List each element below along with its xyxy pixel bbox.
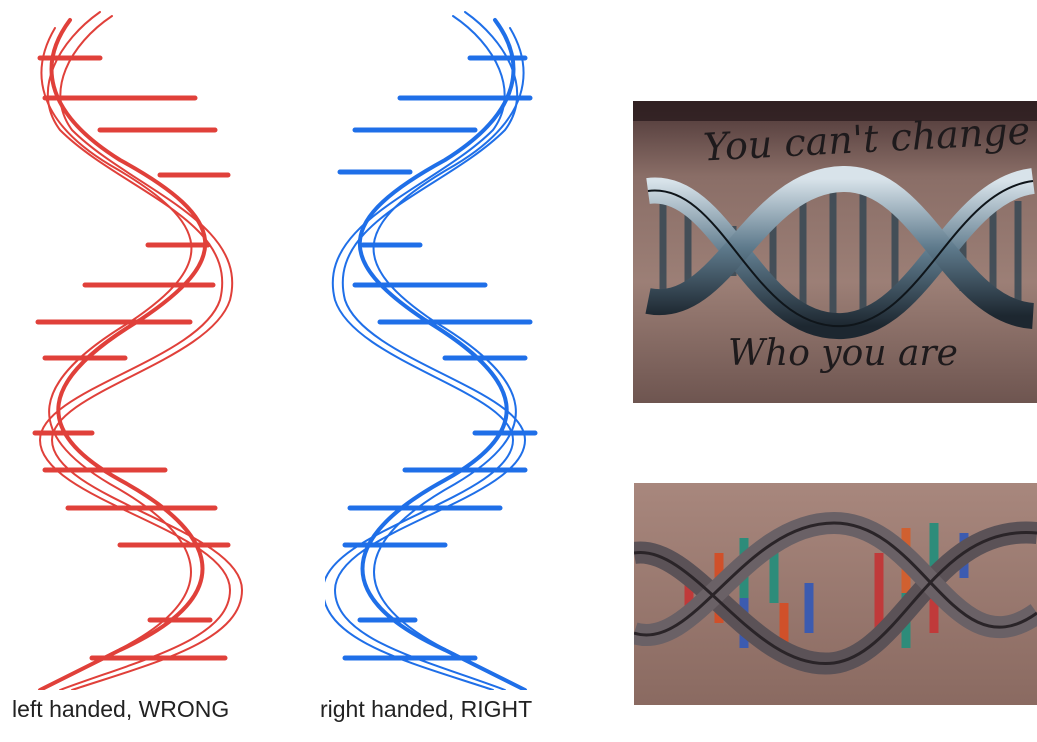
tattoo-photo-top: You can't change Who you are [633, 101, 1037, 403]
right-handed-helix-drawing [325, 0, 565, 690]
left-helix-strand-a-outline [41, 28, 191, 654]
tattoo-text-line2: Who you are [728, 333, 958, 374]
left-helix-strand-b-outline [52, 16, 242, 690]
right-helix-base-pairs [340, 58, 535, 658]
tattoo-bottom-art [634, 483, 1037, 705]
left-helix-caption: left handed, WRONG [12, 696, 229, 723]
right-helix-strand-a [360, 20, 525, 690]
left-helix-base-pairs [35, 58, 228, 658]
left-helix-strand-a [40, 20, 205, 690]
right-helix-strand-a-outline [374, 28, 524, 654]
tattoo-photo-bottom [634, 483, 1037, 705]
left-helix-svg [0, 0, 270, 690]
right-helix-strand-b-outline [325, 16, 513, 690]
right-helix-svg [325, 0, 565, 690]
right-helix-caption: right handed, RIGHT [320, 696, 532, 723]
left-handed-helix-drawing [0, 0, 270, 690]
